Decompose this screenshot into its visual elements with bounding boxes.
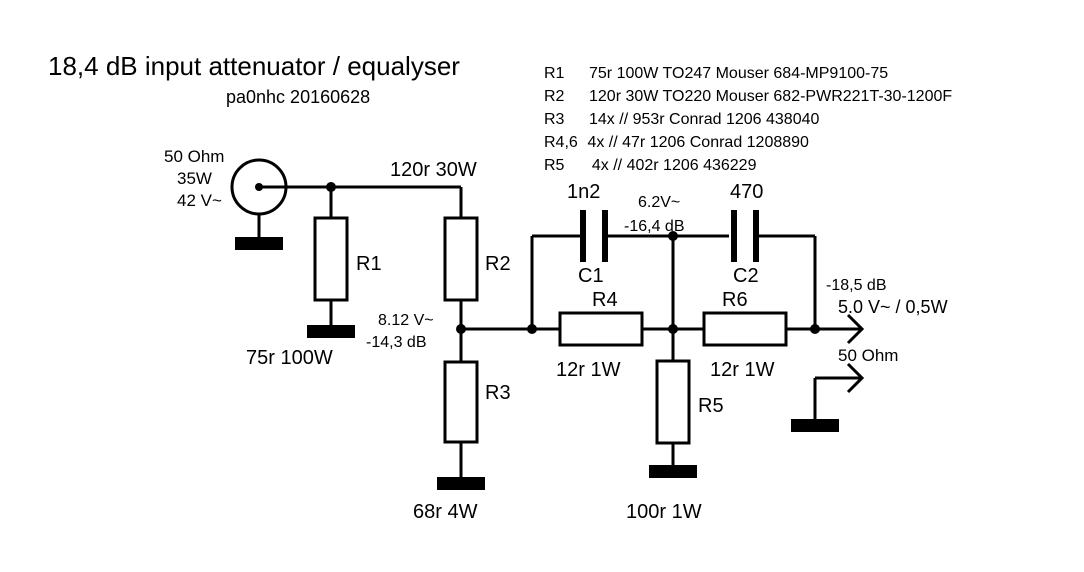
node2-db: -16,4 dB: [624, 218, 684, 235]
r4-value: 12r 1W: [556, 359, 621, 381]
node1-db: -14,3 dB: [366, 334, 426, 351]
resistor-r1: [313, 216, 349, 302]
parts-ref-r46: R4,6: [544, 134, 578, 151]
ground-symbol-input: [235, 237, 283, 250]
r3-label: R3: [485, 382, 511, 404]
r3-value: 68r 4W: [413, 501, 478, 523]
ground-symbol-r5: [649, 465, 697, 478]
output-arrow-return: [846, 362, 865, 394]
output-db: -18,5 dB: [826, 277, 886, 294]
r2-value: 120r 30W: [390, 159, 477, 181]
input-voltage: 42 V~: [177, 191, 222, 210]
r5-value: 100r 1W: [626, 501, 702, 523]
r4-label: R4: [592, 289, 618, 311]
resistor-r5: [655, 359, 691, 445]
node1-voltage: 8.12 V~: [378, 312, 434, 329]
ground-symbol-r3: [437, 477, 485, 490]
parts-ref-r5: R5: [544, 157, 565, 174]
resistor-r4: [558, 311, 644, 347]
output-impedance: 50 Ohm: [838, 346, 898, 365]
resistor-r6: [702, 311, 788, 347]
parts-desc-r5: 4x // 402r 1206 436229: [583, 157, 757, 174]
ground-symbol-output: [791, 419, 839, 432]
output-arrow-signal: [846, 313, 865, 345]
r1-value: 75r 100W: [246, 347, 333, 369]
c2-label: C2: [733, 265, 759, 287]
r6-value: 12r 1W: [710, 359, 775, 381]
parts-desc-r46: 4x // 47r 1206 Conrad 1208890: [583, 134, 809, 151]
parts-ref-r1: R1: [544, 65, 565, 82]
author-date: pa0nhc 20160628: [226, 87, 370, 107]
c1-label: C1: [578, 265, 604, 287]
output-level: 5.0 V~ / 0,5W: [838, 297, 948, 317]
resistor-r3: [443, 360, 479, 444]
ground-symbol-r1: [307, 325, 355, 338]
input-impedance: 50 Ohm: [164, 147, 224, 166]
parts-ref-r2: R2: [544, 88, 565, 105]
c1-value: 1n2: [567, 181, 600, 203]
parts-desc-r2: 120r 30W TO220 Mouser 682-PWR221T-30-120…: [589, 88, 952, 105]
input-power: 35W: [177, 169, 212, 188]
r1-label: R1: [356, 253, 382, 275]
parts-list: R1 75r 100W TO247 Mouser 684-MP9100-75 R…: [544, 65, 952, 174]
diagram-title: 18,4 dB input attenuator / equalyser: [48, 51, 460, 81]
r2-label: R2: [485, 253, 511, 275]
r5-label: R5: [698, 395, 724, 417]
c2-value: 470: [730, 181, 763, 203]
input-connector: [230, 158, 288, 250]
parts-desc-r3: 14x // 953r Conrad 1206 438040: [589, 111, 820, 128]
node2-voltage: 6.2V~: [638, 194, 680, 211]
parts-ref-r3: R3: [544, 111, 565, 128]
junction-dot-out: [810, 324, 820, 334]
junction-dot-n1: [456, 324, 466, 334]
resistor-r2: [443, 216, 479, 302]
parts-desc-r1: 75r 100W TO247 Mouser 684-MP9100-75: [589, 65, 888, 82]
r6-label: R6: [722, 289, 748, 311]
